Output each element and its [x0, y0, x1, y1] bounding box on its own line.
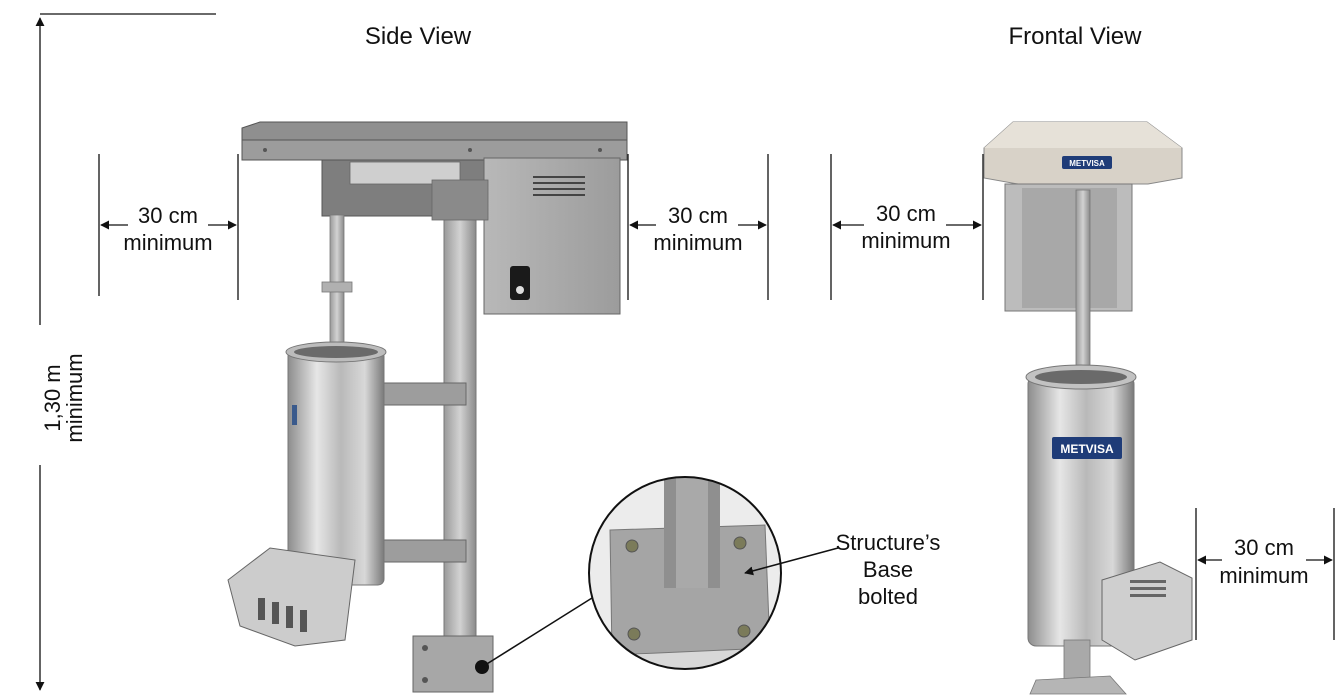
clearance-qualifier: minimum	[861, 228, 950, 253]
side-view-equipment	[227, 121, 628, 693]
frontal-view-equipment: METVISA METVISA	[983, 121, 1193, 695]
clearance-side-right: 30 cm minimum	[627, 154, 769, 300]
callout-line2: Base	[863, 557, 913, 582]
brand-label: METVISA	[1060, 442, 1114, 456]
clearance-qualifier: minimum	[1219, 563, 1308, 588]
callout-line1: Structure’s	[836, 530, 941, 555]
side-view-title: Side View	[365, 23, 472, 50]
clearance-frontal-left: 30 cm minimum	[830, 154, 984, 300]
clearance-value: 30 cm	[668, 203, 728, 228]
height-dimension	[28, 13, 216, 691]
clearance-frontal-right: 30 cm minimum	[1195, 508, 1335, 640]
clearance-value: 30 cm	[876, 201, 936, 226]
frontal-view-title: Frontal View	[1009, 23, 1143, 50]
base-callout: Structure’s Base bolted	[744, 530, 941, 609]
base-detail-circle	[588, 476, 782, 670]
clearance-qualifier: minimum	[653, 230, 742, 255]
height-value: 1,30 m	[40, 364, 65, 431]
brand-label: METVISA	[1069, 159, 1105, 168]
clearance-qualifier: minimum	[123, 230, 212, 255]
callout-line3: bolted	[858, 584, 918, 609]
clearance-value: 30 cm	[1234, 535, 1294, 560]
clearance-value: 30 cm	[138, 203, 198, 228]
clearance-side-left: 30 cm minimum	[98, 154, 239, 300]
callout-leader	[481, 597, 593, 668]
height-label: 1,30 m minimum	[40, 353, 87, 442]
height-qualifier: minimum	[62, 353, 87, 442]
